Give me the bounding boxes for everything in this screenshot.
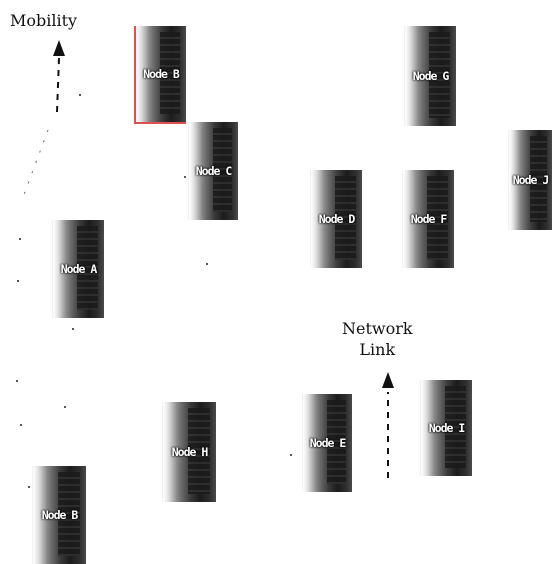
node-label: Node I xyxy=(428,421,466,435)
speck xyxy=(79,94,81,96)
server-node-g[interactable]: Node G xyxy=(404,26,456,126)
speck xyxy=(184,176,186,178)
server-node-i[interactable]: Node I xyxy=(420,380,472,476)
speck xyxy=(16,380,18,382)
network-link-label: Network Link xyxy=(342,318,413,360)
speck xyxy=(20,424,22,426)
node-label: Node B xyxy=(41,508,79,522)
node-label: Node C xyxy=(195,164,233,178)
node-label: Node A xyxy=(60,262,98,276)
server-node-b-top[interactable]: Node B xyxy=(134,26,186,124)
node-label: Node J xyxy=(512,173,550,187)
node-label: Node E xyxy=(309,436,347,450)
node-label: Node B xyxy=(143,67,180,81)
speck xyxy=(17,280,19,282)
speck xyxy=(206,263,208,265)
server-node-f[interactable]: Node F xyxy=(402,170,454,268)
node-label: Node G xyxy=(412,69,450,83)
speck xyxy=(72,328,74,330)
network-link-label-line1: Network xyxy=(342,319,413,338)
node-label: Node H xyxy=(171,445,209,459)
server-node-h[interactable]: Node H xyxy=(162,402,216,502)
speck xyxy=(28,486,30,488)
speck xyxy=(290,454,292,456)
node-label: Node F xyxy=(410,212,448,226)
server-node-e[interactable]: Node E xyxy=(302,394,352,492)
server-node-b-bottom[interactable]: Node B xyxy=(32,466,86,564)
mobility-arrow xyxy=(21,40,65,201)
network-link-label-line2: Link xyxy=(359,340,396,359)
network-link-arrow xyxy=(382,372,394,478)
node-label: Node D xyxy=(318,212,356,226)
server-node-c[interactable]: Node C xyxy=(188,122,238,220)
speck xyxy=(64,406,66,408)
server-node-a[interactable]: Node A xyxy=(52,220,104,318)
speck xyxy=(19,238,21,240)
mobility-label: Mobility xyxy=(10,11,78,30)
server-node-d[interactable]: Node D xyxy=(310,170,362,268)
server-node-j[interactable]: Node J xyxy=(508,130,552,230)
